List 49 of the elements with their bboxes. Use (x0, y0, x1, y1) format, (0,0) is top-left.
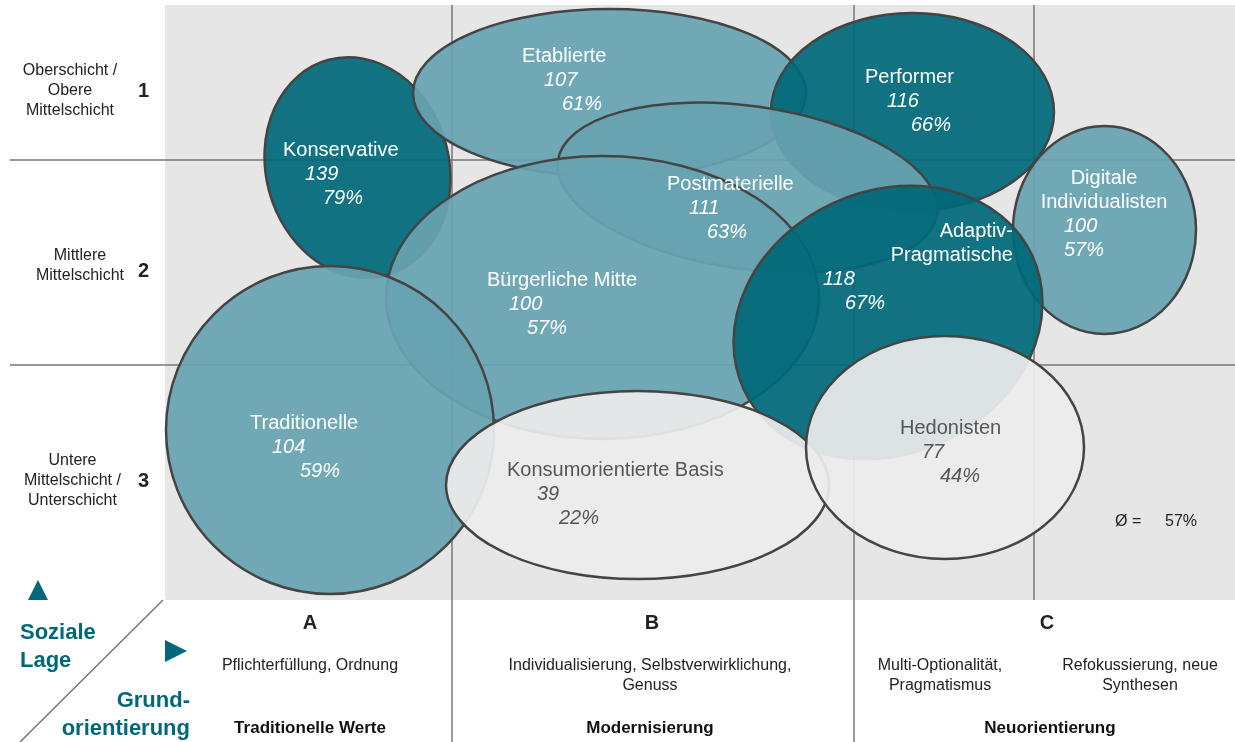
milieu-name: Etablierte (522, 43, 607, 67)
axis-title: Soziale Lage (20, 618, 97, 674)
milieu-name: Traditionelle (250, 410, 359, 434)
percent-value: 79% (323, 185, 365, 209)
index-value: 118 (823, 266, 856, 290)
row-label: Oberschicht / Obere Mittelschicht (21, 60, 119, 120)
index-value: 104 (272, 434, 307, 458)
percent-value: 67% (845, 290, 887, 314)
index-value: 107 (544, 67, 579, 91)
column-heading: Traditionelle Werte (233, 718, 387, 738)
column-description: Pflichterfüllung, Ordnung (220, 655, 400, 675)
percent-value: 61% (562, 91, 604, 115)
index-value: 77 (922, 439, 946, 463)
percent-value: 57% (1064, 237, 1106, 261)
row-number: 1 (138, 78, 151, 103)
row-number: 2 (138, 258, 151, 283)
index-value: 39 (537, 481, 561, 505)
milieu-name: Adaptiv-Pragmatische (889, 218, 1013, 266)
column-heading: Modernisierung (585, 718, 715, 738)
percent-value: 57% (527, 315, 569, 339)
column-letter: A (301, 610, 319, 635)
milieu-name: Hedonisten (900, 415, 1002, 439)
percent-value: 63% (707, 219, 749, 243)
milieu-name: Digitale Individualisten (1039, 165, 1169, 213)
average-label: Ø = (1115, 511, 1143, 531)
axis-title: Grund-orientierung (60, 686, 190, 742)
index-value: 111 (689, 195, 721, 219)
percent-value: 22% (559, 505, 601, 529)
index-value: 116 (887, 88, 920, 112)
percent-value: 66% (911, 112, 953, 136)
milieu-name: Bürgerliche Mitte (487, 267, 638, 291)
row-label: Mittlere Mittelschicht (35, 245, 125, 285)
average-value: 57% (1165, 511, 1199, 531)
column-description: Refokussierung, neue Synthesen (1061, 655, 1219, 695)
row-number: 3 (138, 468, 151, 493)
percent-value: 59% (300, 458, 342, 482)
column-description: Multi-Optionalität, Pragmatismus (876, 655, 1004, 695)
percent-value: 44% (940, 463, 982, 487)
index-value: 139 (305, 161, 340, 185)
index-value: 100 (1064, 213, 1099, 237)
milieu-name: Performer (865, 64, 954, 88)
milieu-name: Konservative (283, 137, 399, 161)
index-value: 100 (509, 291, 544, 315)
column-letter: C (1038, 610, 1056, 635)
row-label: Untere Mittelschicht / Unterschicht (23, 450, 122, 510)
milieu-name: Konsumorientierte Basis (507, 457, 724, 481)
column-letter: B (643, 610, 661, 635)
column-description: Individualisierung, Selbstverwirklichung, Genuss (507, 655, 793, 695)
column-heading: Neuorientierung (983, 718, 1117, 738)
